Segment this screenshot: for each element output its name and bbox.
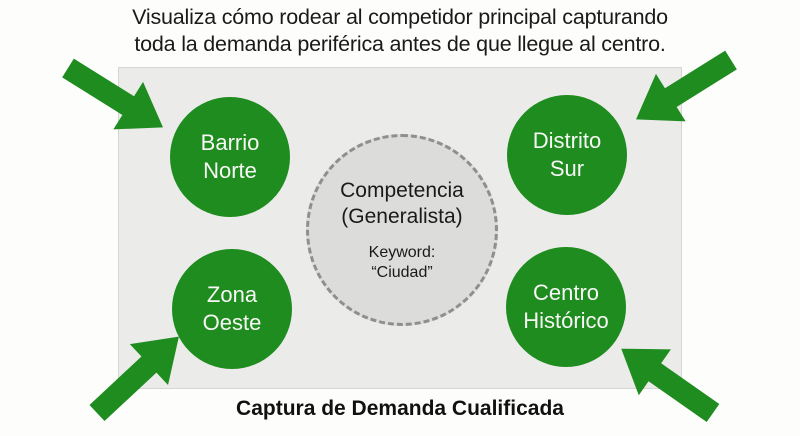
competitor-label-line2: (Generalista) (341, 204, 463, 228)
competitor-keyword: Keyword: “Ciudad” (369, 243, 436, 283)
competitor-label-line1: Competencia (340, 178, 464, 202)
keyword-label: Keyword: (368, 243, 436, 261)
diagram-caption: Captura de Demanda Cualificada (236, 397, 564, 420)
page-title-line1: Visualiza cómo rodear al competidor prin… (132, 5, 668, 29)
node-zona-oeste: Zona Oeste (172, 249, 292, 369)
page-title-line2: toda la demanda periférica antes de que … (134, 32, 666, 56)
competitor-label: Competencia (Generalista) (340, 178, 464, 230)
node-distrito-sur-line1: Distrito (532, 128, 602, 153)
keyword-value: “Ciudad” (371, 263, 433, 281)
node-centro-historico: Centro Histórico (506, 247, 626, 367)
node-distrito-sur: Distrito Sur (507, 95, 627, 215)
node-centro-historico-line2: Histórico (523, 308, 609, 333)
node-barrio-norte: Barrio Norte (170, 97, 290, 217)
competitor-center-circle: Competencia (Generalista) Keyword: “Ciud… (306, 134, 498, 326)
page-title: Visualiza cómo rodear al competidor prin… (0, 4, 800, 58)
node-barrio-norte-line2: Norte (203, 158, 257, 183)
node-zona-oeste-line1: Zona (206, 282, 258, 307)
node-barrio-norte-line1: Barrio (200, 130, 260, 155)
node-zona-oeste-line2: Oeste (202, 310, 262, 335)
node-distrito-sur-line2: Sur (549, 156, 585, 181)
node-centro-historico-line1: Centro (532, 280, 600, 305)
